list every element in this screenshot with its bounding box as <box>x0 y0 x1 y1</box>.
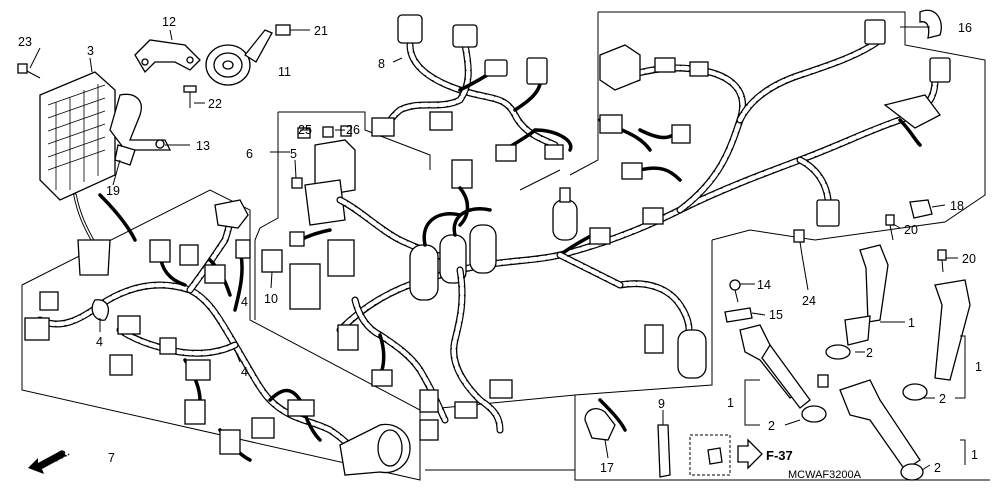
callout-4-left: 4 <box>96 335 103 349</box>
callout-7: 7 <box>108 451 115 465</box>
bolt-22 <box>183 85 197 108</box>
callout-10: 10 <box>264 292 278 306</box>
callout-9: 9 <box>658 397 665 411</box>
callout-22: 22 <box>208 97 222 111</box>
fr-label: FR. <box>52 447 72 464</box>
callout-20-mid: 20 <box>904 223 918 237</box>
harness-8 <box>371 14 573 162</box>
left-harness <box>24 199 411 476</box>
callout-15-lower: 15 <box>769 308 783 322</box>
bolt-23 <box>17 63 41 79</box>
group-outlines <box>21 11 990 481</box>
center-condensers <box>409 159 497 301</box>
callout-11: 11 <box>278 65 291 79</box>
callout-2-left: 2 <box>768 419 775 433</box>
ignition-coils <box>584 199 971 481</box>
reference-label: F-37 <box>766 448 793 463</box>
callout-16: 16 <box>958 21 972 35</box>
callout-8: 8 <box>378 57 385 71</box>
callout-1-right: 1 <box>975 360 982 374</box>
callout-1-left: 1 <box>727 396 734 410</box>
leader-lines <box>29 26 966 471</box>
callout-1-top: 1 <box>908 316 915 330</box>
callout-25: 25 <box>298 123 312 137</box>
callout-2-top: 2 <box>866 346 873 360</box>
lower-center-harness <box>337 251 707 441</box>
callout-13: 13 <box>196 139 210 153</box>
bracket-13 <box>109 93 172 166</box>
front-direction-arrow: FR. <box>28 447 72 474</box>
horn-11 <box>205 29 273 86</box>
callout-5: 5 <box>290 147 297 161</box>
regulator-rectifier <box>39 71 137 276</box>
callout-18: 18 <box>950 199 964 213</box>
callout-4-upper: 4 <box>241 295 248 309</box>
callout-21: 21 <box>314 24 328 38</box>
callout-12: 12 <box>162 15 176 29</box>
callout-labels: 23 3 12 21 11 22 13 19 8 6 5 25 26 10 4 … <box>18 15 982 475</box>
stay-12 <box>134 39 201 74</box>
callout-14: 14 <box>757 278 771 292</box>
callout-20-right: 20 <box>962 252 976 266</box>
callout-19: 19 <box>106 184 120 198</box>
callout-23: 23 <box>18 35 32 49</box>
callout-24: 24 <box>802 294 816 308</box>
callout-2-right: 2 <box>939 392 946 406</box>
callout-26: 26 <box>346 123 360 137</box>
bolt-21 <box>275 24 291 36</box>
callout-1-bottom: 1 <box>971 448 978 462</box>
callout-3: 3 <box>87 44 94 58</box>
diagram-code: MCWAF3200A <box>788 469 862 481</box>
callout-4-lower: 4 <box>241 365 248 379</box>
callout-6: 6 <box>246 147 253 161</box>
reference-arrow: F-37 <box>737 438 793 470</box>
callout-17: 17 <box>600 461 614 475</box>
callout-2-bottom: 2 <box>934 461 941 475</box>
